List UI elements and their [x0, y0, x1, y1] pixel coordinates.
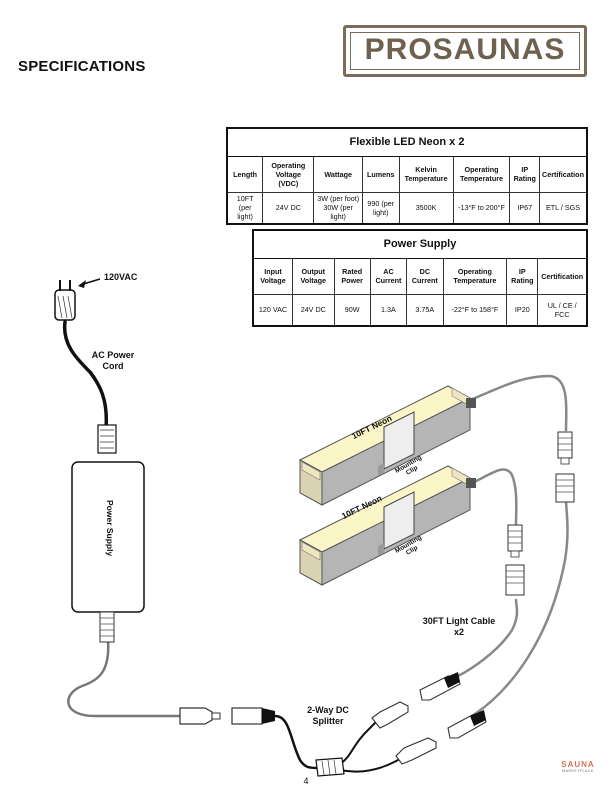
- led-cell-wattage: 3W (per foot) 30W (per light): [313, 191, 363, 225]
- led-header-length: Length: [226, 155, 264, 193]
- splitter-body-icon: [315, 757, 345, 777]
- led-cell-ip: IP67: [509, 191, 540, 225]
- ps-cell-cert: UL / CE / FCC: [537, 293, 588, 327]
- splitter-branch-upper: [339, 719, 379, 765]
- splitter-input-jack-icon: [231, 707, 275, 725]
- ps-bottom-connector-icon: [99, 611, 115, 643]
- neon-top-cable: [468, 374, 568, 432]
- ps-cell-ip: IP20: [506, 293, 539, 327]
- vac-label: 120VAC: [104, 272, 138, 282]
- ac-cord: [62, 320, 109, 430]
- led-cell-lumens: 990 (per light): [361, 191, 400, 225]
- splitter-branch-lower: [339, 759, 399, 773]
- ps-header-dc: DC Current: [406, 257, 444, 295]
- light-cable-upper: [456, 598, 519, 678]
- led-header-op-temp: Operating Temperature: [452, 155, 511, 193]
- dc-output-cable: [67, 638, 202, 718]
- ps-cell-op-temp: -22°F to 158°F: [442, 293, 508, 327]
- mounting-clip-top-icon: [378, 411, 415, 476]
- ps-header-rated: Rated Power: [333, 257, 371, 295]
- dc-plug-icon: [179, 707, 221, 725]
- ac-cord-label: AC Power Cord: [91, 350, 135, 371]
- led-header-lumens: Lumens: [361, 155, 400, 193]
- ps-header-input: Input Voltage: [252, 257, 293, 295]
- led-cell-op-temp: -13°F to 200°F: [452, 191, 511, 225]
- ps-table-caption: Power Supply: [252, 229, 588, 259]
- sauna-marketplace-logo-top: SAUNA: [561, 760, 595, 769]
- ps-header-ac: AC Current: [369, 257, 408, 295]
- neon-bottom-cable: [470, 468, 518, 527]
- prosaunas-logo: PROSAUNAS: [343, 25, 587, 77]
- page-number: 4: [303, 776, 309, 786]
- light-cable-connector-lower-icon: [447, 710, 487, 739]
- ps-top-connector-icon: [97, 424, 117, 454]
- ps-cell-output: 24V DC: [291, 293, 335, 327]
- led-neon-spec-table: Flexible LED Neon x 2 Length Operating V…: [226, 127, 588, 225]
- ps-header-op-temp: Operating Temperature: [442, 257, 508, 295]
- ps-cell-ac: 1.3A: [369, 293, 408, 327]
- light-cable-lower: [473, 498, 569, 716]
- ps-header-ip: IP Rating: [506, 257, 539, 295]
- sauna-marketplace-logo-bottom: MARKETPLACE: [562, 769, 594, 773]
- neon-top-connector-male-icon: [557, 431, 573, 465]
- led-cell-kelvin: 3500K: [398, 191, 454, 225]
- led-header-cert: Certification: [539, 155, 588, 193]
- splitter-output-upper-icon: [371, 701, 409, 729]
- mounting-clip-bottom-icon: [378, 491, 415, 556]
- led-header-wattage: Wattage: [313, 155, 363, 193]
- led-header-kelvin: Kelvin Temperature: [398, 155, 454, 193]
- led-cell-length: 10FT (per light): [226, 191, 264, 225]
- page-title: SPECIFICATIONS: [18, 58, 146, 75]
- ps-cell-input: 120 VAC: [252, 293, 293, 327]
- ps-cell-rated: 90W: [333, 293, 371, 327]
- led-header-voltage: Operating Voltage (VDC): [262, 155, 315, 193]
- neon-bottom-connector-male-icon: [507, 524, 523, 558]
- neon-bottom-connector-female-icon: [505, 564, 525, 596]
- light-cable-connector-upper-icon: [419, 672, 461, 701]
- ps-header-output: Output Voltage: [291, 257, 335, 295]
- power-supply-label: Power Supply: [105, 500, 115, 557]
- led-header-ip: IP Rating: [509, 155, 540, 193]
- led-cell-voltage: 24V DC: [262, 191, 315, 225]
- led-table-caption: Flexible LED Neon x 2: [226, 127, 588, 157]
- ps-header-cert: Certification: [537, 257, 588, 295]
- logo-text: PROSAUNAS: [364, 33, 566, 66]
- ps-cell-dc: 3.75A: [406, 293, 444, 327]
- led-cell-cert: ETL / SGS: [539, 191, 588, 225]
- sauna-marketplace-logo: SAUNA MARKETPLACE: [556, 760, 600, 773]
- splitter-output-lower-icon: [395, 737, 437, 765]
- splitter-label: 2-Way DC Splitter: [307, 705, 349, 726]
- power-supply-spec-table: Power Supply Input Voltage Output Voltag…: [252, 229, 588, 327]
- logo-inner-border: [350, 32, 580, 70]
- ac-plug-icon: [54, 280, 76, 321]
- light-cable-label: 30FT Light Cable x2: [422, 616, 496, 637]
- neon-top-connector-female-icon: [555, 473, 575, 503]
- splitter-input-cable: [273, 714, 320, 770]
